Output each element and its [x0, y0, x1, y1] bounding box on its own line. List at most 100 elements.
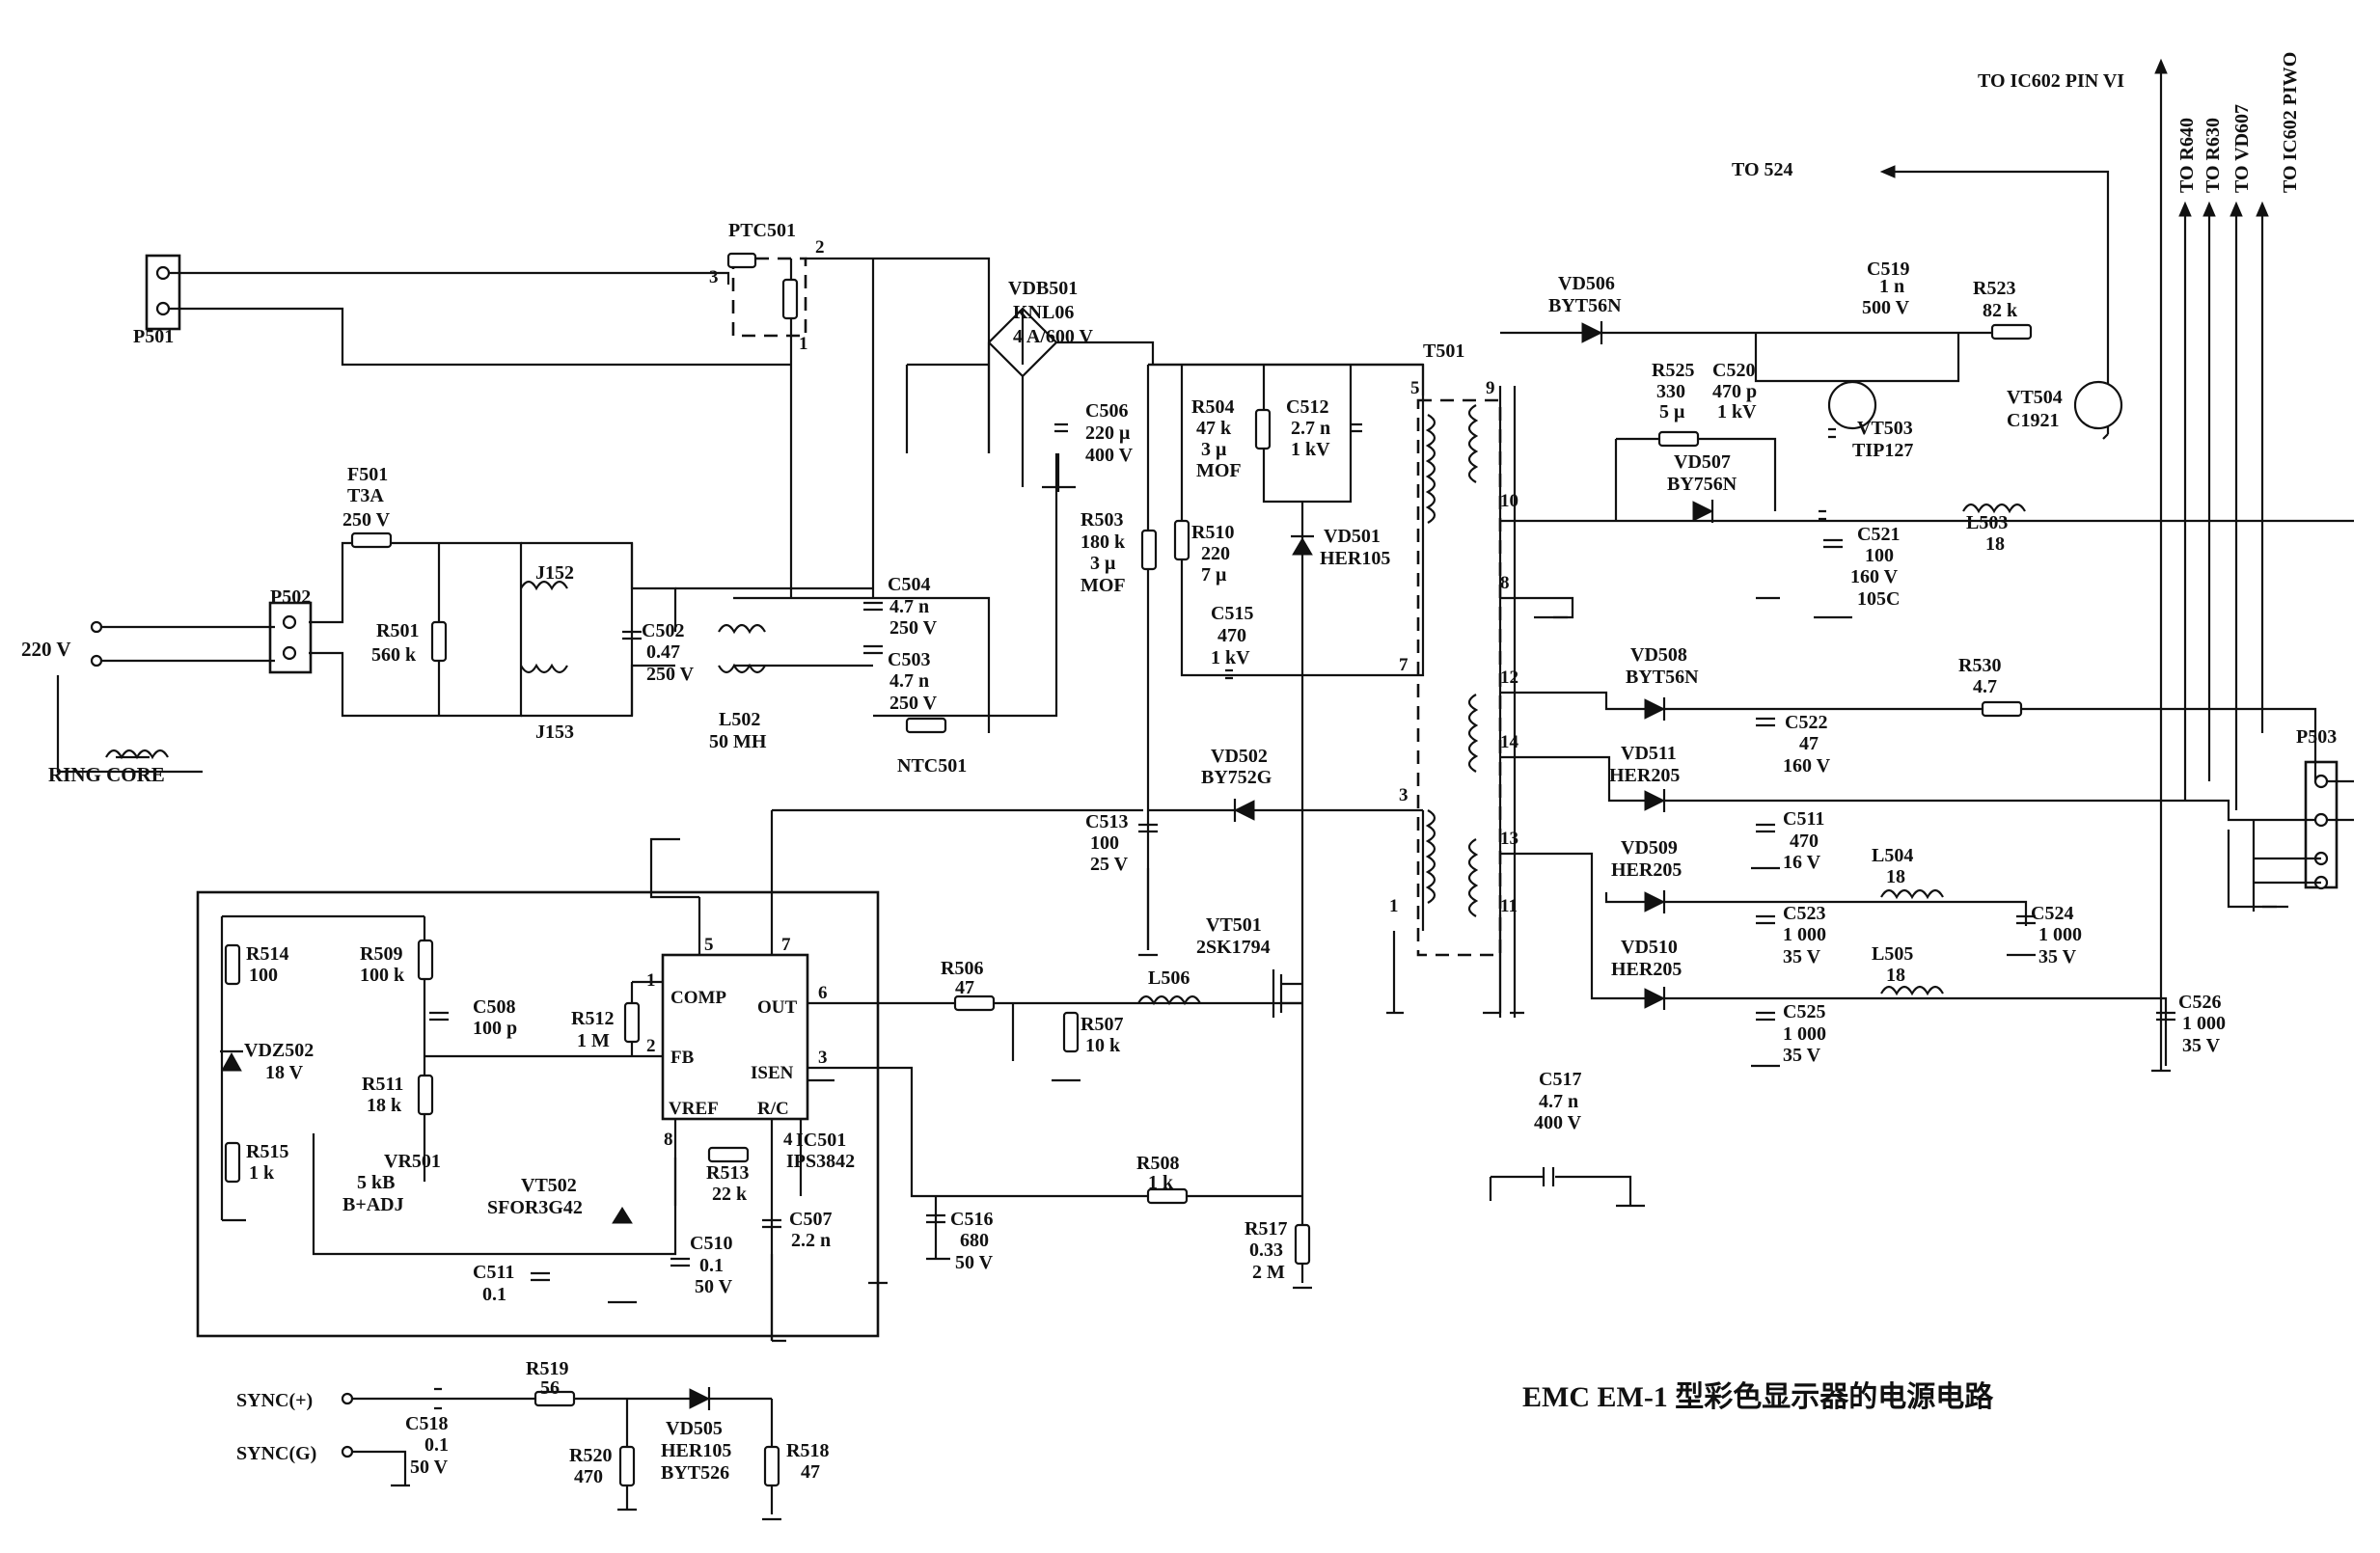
- r530-name: R530: [1958, 655, 2001, 676]
- vt503-name: VT503: [1857, 418, 1913, 439]
- r501-value: 560 k: [371, 644, 417, 666]
- p503-label: P503: [2296, 726, 2337, 748]
- wires: [56, 68, 2354, 1514]
- r513-name: R513: [706, 1162, 749, 1184]
- c517-voltage: 400 V: [1534, 1112, 1582, 1133]
- l504-value: 18: [1886, 866, 1905, 887]
- ic-pin-out: OUT: [757, 997, 798, 1018]
- vd505-type: HER105: [661, 1440, 731, 1461]
- ic-pin-rc: R/C: [757, 1099, 789, 1119]
- sync-g-label: SYNC(G): [236, 1443, 316, 1464]
- to-ic602-piwo-label: TO IC602 PIWO: [2280, 52, 2301, 193]
- ic-pin-vref: VREF: [669, 1099, 719, 1119]
- pin-number: 5: [1410, 378, 1420, 398]
- r501-name: R501: [376, 620, 419, 641]
- c511a-value: 0.1: [482, 1284, 506, 1305]
- pin-number: 8: [1500, 573, 1510, 593]
- r523-name: R523: [1973, 278, 2015, 299]
- l502-name: L502: [719, 709, 760, 730]
- c513-voltage: 25 V: [1090, 854, 1129, 875]
- r504-name: R504: [1191, 396, 1234, 418]
- c523-voltage: 35 V: [1783, 946, 1821, 967]
- r511-name: R511: [362, 1074, 403, 1095]
- pin-number: 8: [664, 1130, 673, 1150]
- f501-rating: T3A: [347, 485, 384, 506]
- r507-name: R507: [1081, 1014, 1123, 1035]
- c511a-name: C511: [473, 1262, 514, 1283]
- c507-value: 2.2 n: [791, 1230, 831, 1251]
- vd510-name: VD510: [1621, 937, 1678, 958]
- vdb501-type: KNL06: [1013, 302, 1074, 323]
- vd511-name: VD511: [1621, 743, 1677, 764]
- j152-label: J152: [535, 562, 574, 584]
- r517-value: 0.33: [1249, 1240, 1283, 1261]
- c516-name: C516: [950, 1209, 993, 1230]
- pin-number: 3: [818, 1048, 828, 1068]
- r513-value: 22 k: [712, 1184, 748, 1205]
- ntc501-label: NTC501: [897, 755, 967, 776]
- c520-name: C520: [1712, 360, 1755, 381]
- r510-name: R510: [1191, 522, 1234, 543]
- c502-voltage: 250 V: [646, 664, 695, 685]
- vd506-type: BYT56N: [1548, 295, 1622, 316]
- c521-voltage: 160 V: [1850, 566, 1899, 587]
- f501-name: F501: [347, 464, 388, 485]
- c503-value: 4.7 n: [889, 670, 929, 692]
- vd507-type: BY756N: [1667, 474, 1737, 495]
- ic501-type: IPS3842: [786, 1151, 855, 1172]
- c511b-name: C511: [1783, 808, 1824, 830]
- vd505-name: VD505: [666, 1418, 723, 1439]
- c525-value: 1 000: [1783, 1023, 1826, 1045]
- c526-value: 1 000: [2182, 1013, 2226, 1034]
- j153-label: J153: [535, 722, 574, 743]
- l504-name: L504: [1872, 845, 1913, 866]
- component-symbols: [105, 252, 2288, 1521]
- r503-name: R503: [1081, 509, 1123, 531]
- c506-value: 220 μ: [1085, 422, 1131, 444]
- vd507-name: VD507: [1674, 451, 1731, 473]
- c518-name: C518: [405, 1413, 448, 1434]
- c515-voltage: 1 kV: [1211, 647, 1250, 668]
- l505-value: 18: [1886, 965, 1905, 986]
- c522-voltage: 160 V: [1783, 755, 1831, 776]
- r519-name: R519: [526, 1358, 568, 1379]
- r515-value: 1 k: [249, 1162, 275, 1184]
- ring-core-label: RING CORE: [48, 763, 165, 786]
- vd510-type: HER205: [1611, 959, 1682, 980]
- r504-value: 47 k: [1196, 418, 1232, 439]
- r510-value: 220: [1201, 543, 1230, 564]
- c515-value: 470: [1217, 625, 1246, 646]
- r525-name: R525: [1652, 360, 1694, 381]
- c521-temp: 105C: [1857, 588, 1900, 610]
- vd505-alt: BYT526: [661, 1462, 729, 1484]
- r508-value: 1 k: [1148, 1172, 1174, 1193]
- vd509-name: VD509: [1621, 837, 1678, 858]
- vr501-func: B+ADJ: [342, 1194, 404, 1215]
- c516-value: 680: [960, 1230, 989, 1251]
- c526-name: C526: [2178, 992, 2221, 1013]
- t501-label: T501: [1423, 341, 1464, 362]
- c521-value: 100: [1865, 545, 1894, 566]
- r512-value: 1 M: [577, 1030, 610, 1051]
- r525-value: 330: [1656, 381, 1685, 402]
- to-524-label: TO 524: [1732, 159, 1793, 180]
- vd509-type: HER205: [1611, 859, 1682, 881]
- l503-name: L503: [1966, 512, 2008, 533]
- r503-power: 3 μ: [1090, 553, 1116, 574]
- r514-value: 100: [249, 965, 278, 986]
- vd502-type: BY752G: [1201, 767, 1272, 788]
- pin-number: 4: [783, 1130, 793, 1150]
- pin-number: 11: [1500, 896, 1518, 916]
- vd501-type: HER105: [1320, 548, 1390, 569]
- vr501-value: 5 kB: [357, 1172, 395, 1193]
- pin-number: 1: [799, 334, 808, 354]
- vr501-name: VR501: [384, 1151, 441, 1172]
- c518-value: 0.1: [424, 1434, 449, 1456]
- c510-value: 0.1: [699, 1255, 724, 1276]
- c517-value: 4.7 n: [1539, 1091, 1578, 1112]
- r525-power: 5 μ: [1659, 401, 1685, 422]
- c503-name: C503: [888, 649, 930, 670]
- c506-name: C506: [1085, 400, 1128, 422]
- c525-voltage: 35 V: [1783, 1045, 1821, 1066]
